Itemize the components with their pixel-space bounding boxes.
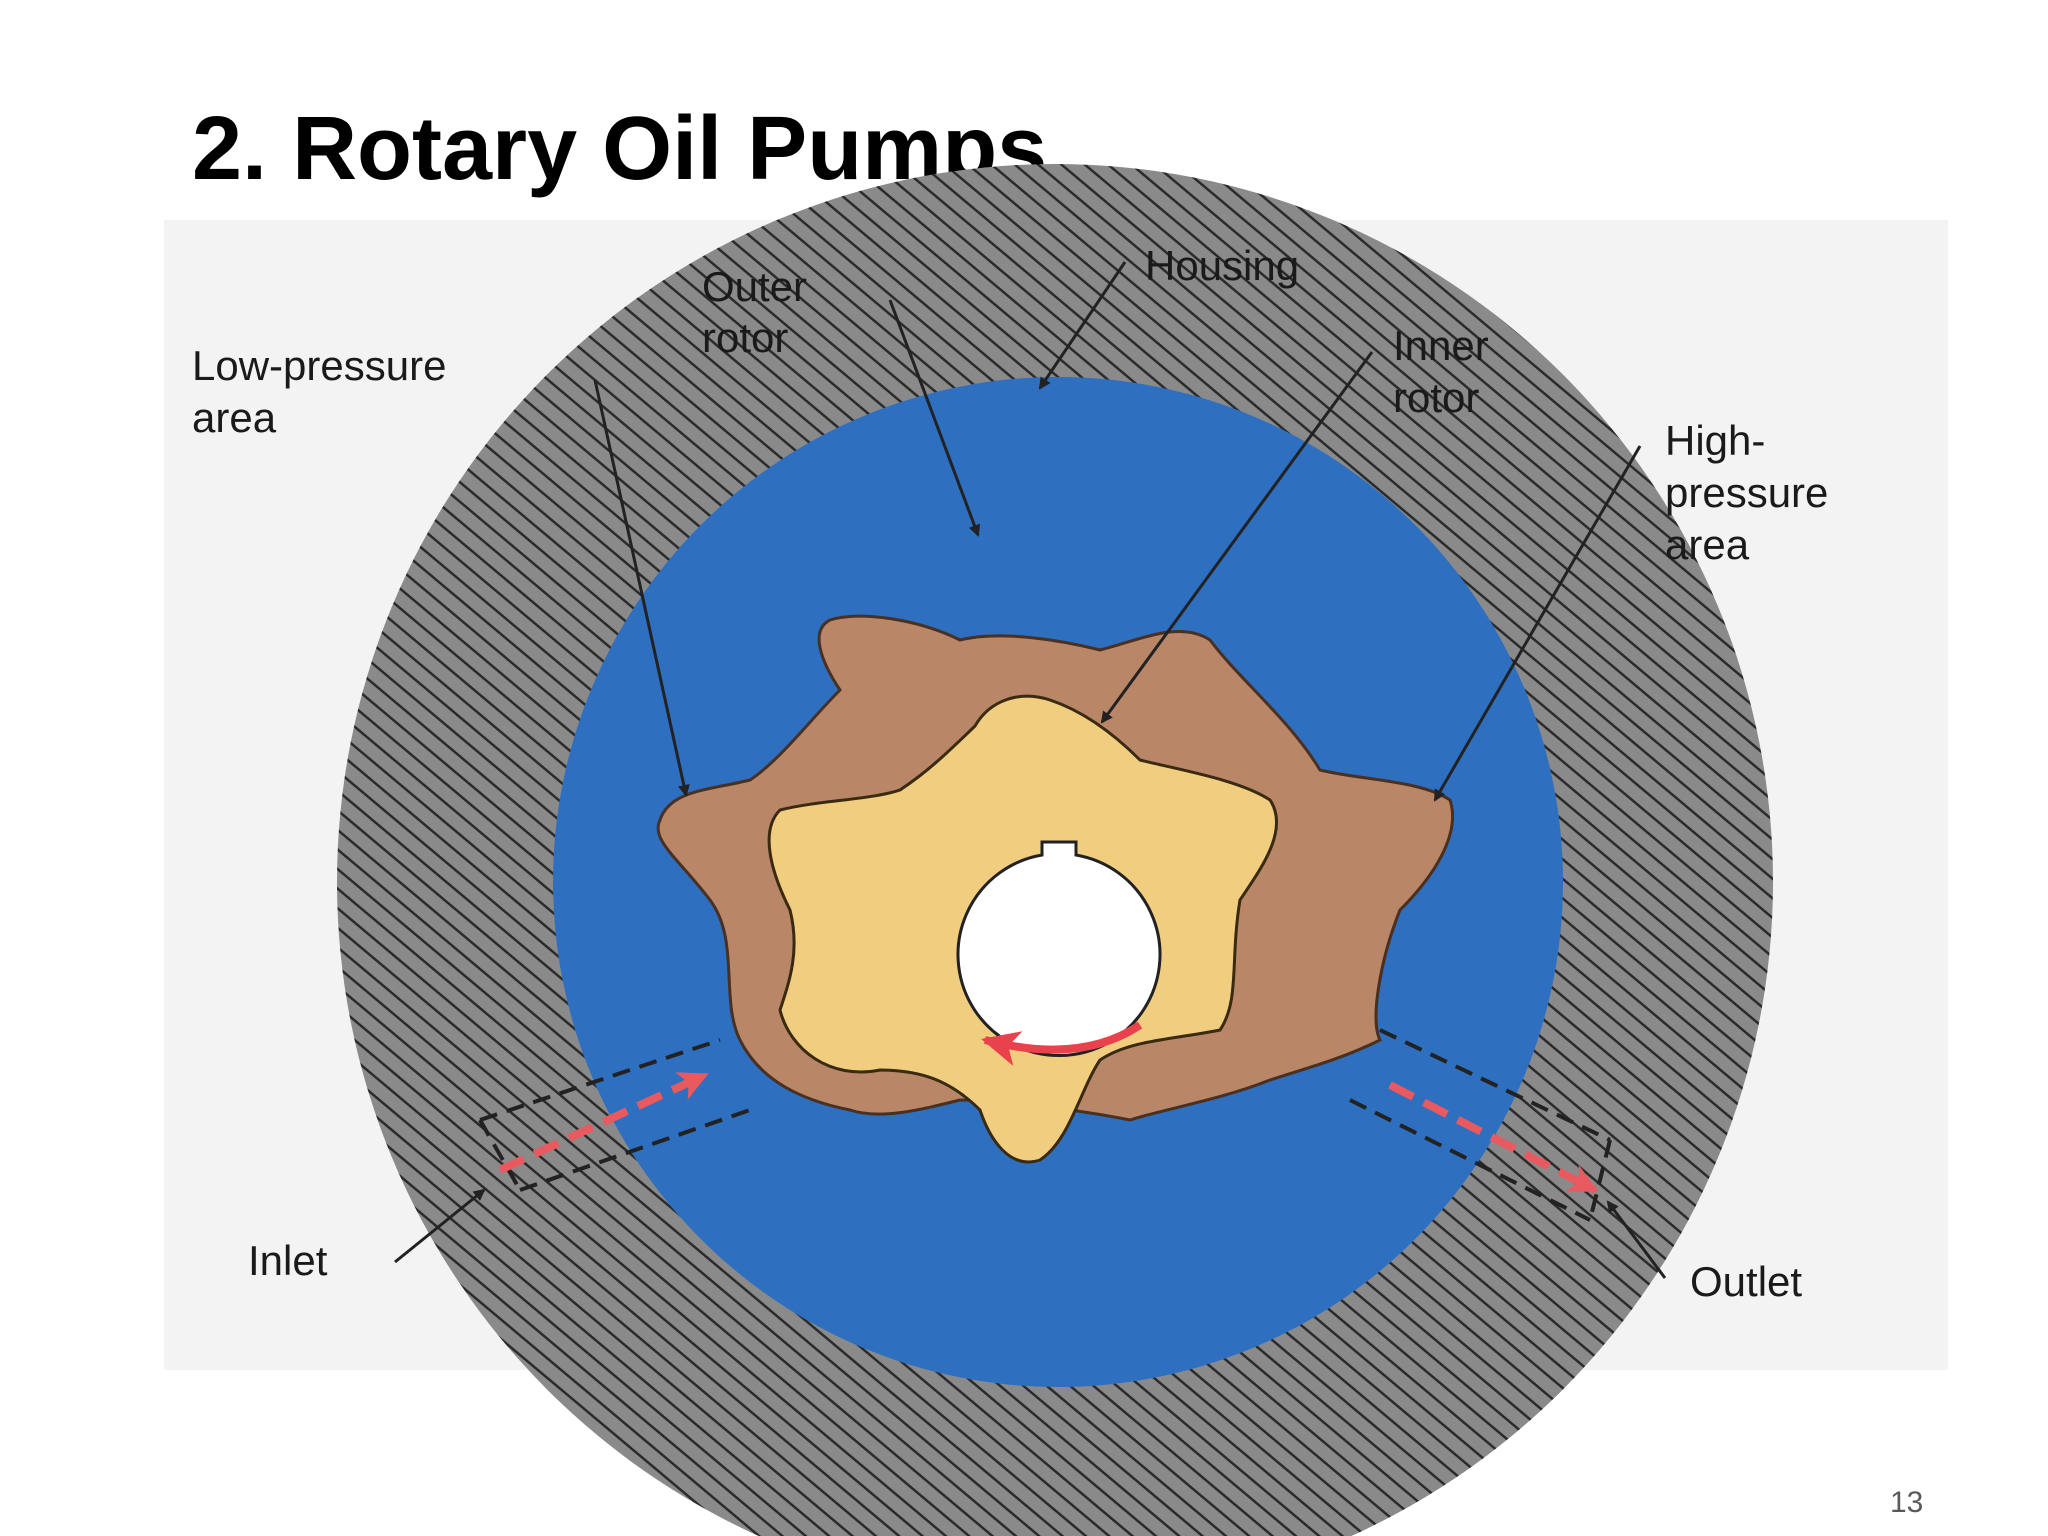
outlet-passage: [1349, 1028, 1612, 1222]
leader-outer-rotor: [888, 299, 981, 537]
label-housing: Housing: [1145, 242, 1299, 289]
leader-low-pressure: [593, 379, 690, 797]
slide-number: 13: [1890, 1486, 1924, 1519]
label-high-pressure: High- pressure area: [1665, 417, 1840, 568]
leader-inner-rotor: [1100, 351, 1374, 724]
outlet-flow-arrow-icon: [1388, 1081, 1599, 1194]
label-outlet: Outlet: [1690, 1258, 1802, 1305]
label-inner-rotor: Inner rotor: [1393, 322, 1500, 421]
inlet-passage: [478, 1038, 751, 1192]
leader-outlet: [1606, 1200, 1667, 1279]
rotor-hub-bore: [956, 840, 1162, 1058]
leader-inlet: [394, 1188, 486, 1264]
label-low-pressure: Low-pressure area: [192, 342, 458, 441]
leader-housing: [1038, 261, 1127, 390]
label-outer-rotor: Outer rotor: [702, 263, 819, 361]
rotation-arrow-icon: [981, 1021, 1143, 1067]
leader-high-pressure: [1433, 445, 1642, 802]
label-inlet: Inlet: [248, 1237, 328, 1284]
